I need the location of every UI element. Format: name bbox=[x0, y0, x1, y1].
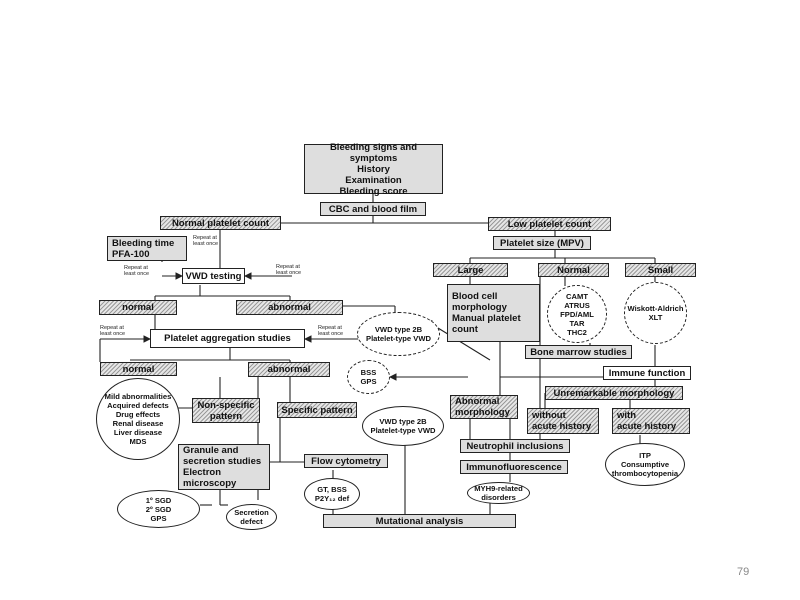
myh9-ellipse: MYH9-related disorders bbox=[467, 482, 530, 504]
cbc-box: CBC and blood film bbox=[320, 202, 426, 216]
specific-pattern-box: Specific pattern bbox=[277, 402, 357, 418]
camt-ellipse: CAMT ATRUS FPD/AML TAR THC2 bbox=[547, 285, 607, 343]
non-specific-pattern-box: Non-specific pattern bbox=[192, 398, 260, 423]
bone-marrow-box: Bone marrow studies bbox=[525, 345, 632, 359]
with-acute-history-box: with acute history bbox=[612, 408, 690, 434]
repeat-annotation: Repeat at least once bbox=[193, 235, 219, 247]
itp-ellipse: ITP Consumptive thrombocytopenia bbox=[605, 443, 685, 486]
bleeding-time-box: Bleeding time PFA-100 bbox=[107, 236, 187, 261]
repeat-annotation: Repeat at least once bbox=[124, 265, 150, 277]
unremarkable-morphology-box: Unremarkable morphology bbox=[545, 386, 683, 400]
page-number: 79 bbox=[737, 566, 750, 578]
repeat-annotation: Repeat at least once bbox=[100, 325, 126, 337]
platelet-size-box: Platelet size (MPV) bbox=[493, 236, 591, 250]
small-box: Small bbox=[625, 263, 696, 277]
sgd-ellipse: 1º SGD 2º SGD GPS bbox=[117, 490, 200, 528]
gt-bss-ellipse: GT, BSS P2Y₁₂ def bbox=[304, 478, 360, 510]
normal-size-box: Normal bbox=[538, 263, 609, 277]
vwd-type2b-dashed-ellipse: VWD type 2B Platelet-type VWD bbox=[357, 312, 440, 356]
repeat-annotation: Repeat at least once bbox=[276, 264, 302, 276]
low-platelet-count-box: Low platelet count bbox=[488, 217, 611, 231]
vwd-type2b-ellipse: VWD type 2B Platelet-type VWD bbox=[362, 406, 444, 446]
neutrophil-inclusions-box: Neutrophil inclusions bbox=[460, 439, 570, 453]
flow-cytometry-box: Flow cytometry bbox=[304, 454, 388, 468]
bleeding-signs-box: Bleeding signs and symptoms History Exam… bbox=[304, 142, 443, 197]
immunofluorescence-box: Immunofluorescence bbox=[460, 460, 568, 474]
mutational-analysis-box: Mutational analysis bbox=[323, 514, 516, 528]
without-acute-history-box: without acute history bbox=[527, 408, 599, 434]
platelet-aggregation-box: Platelet aggregation studies bbox=[150, 329, 305, 348]
repeat-annotation: Repeat at least once bbox=[318, 325, 344, 337]
vwd-testing-box: VWD testing bbox=[182, 268, 245, 284]
secretion-defect-ellipse: Secretion defect bbox=[226, 504, 277, 530]
mild-abnormalities-ellipse: Mild abnormalities Acquired defects Drug… bbox=[96, 378, 180, 460]
vwd-abnormal-box: abnormal bbox=[236, 300, 343, 315]
aggregation-abnormal-box: abnormal bbox=[248, 362, 330, 377]
aggregation-normal-box: normal bbox=[100, 362, 177, 376]
vwd-normal-box: normal bbox=[99, 300, 177, 315]
blood-cell-morphology-box: Blood cell morphology Manual platelet co… bbox=[447, 284, 540, 342]
immune-function-box: Immune function bbox=[603, 366, 691, 380]
granule-secretion-box: Granule and secretion studies Electron m… bbox=[178, 444, 270, 490]
wiskott-aldrich-ellipse: Wiskott-Aldrich XLT bbox=[624, 282, 687, 344]
normal-platelet-count-box: Normal platelet count bbox=[160, 216, 281, 230]
abnormal-morphology-box: Abnormal morphology bbox=[450, 395, 518, 419]
large-box: Large bbox=[433, 263, 508, 277]
bss-gps-ellipse: BSS GPS bbox=[347, 360, 390, 394]
